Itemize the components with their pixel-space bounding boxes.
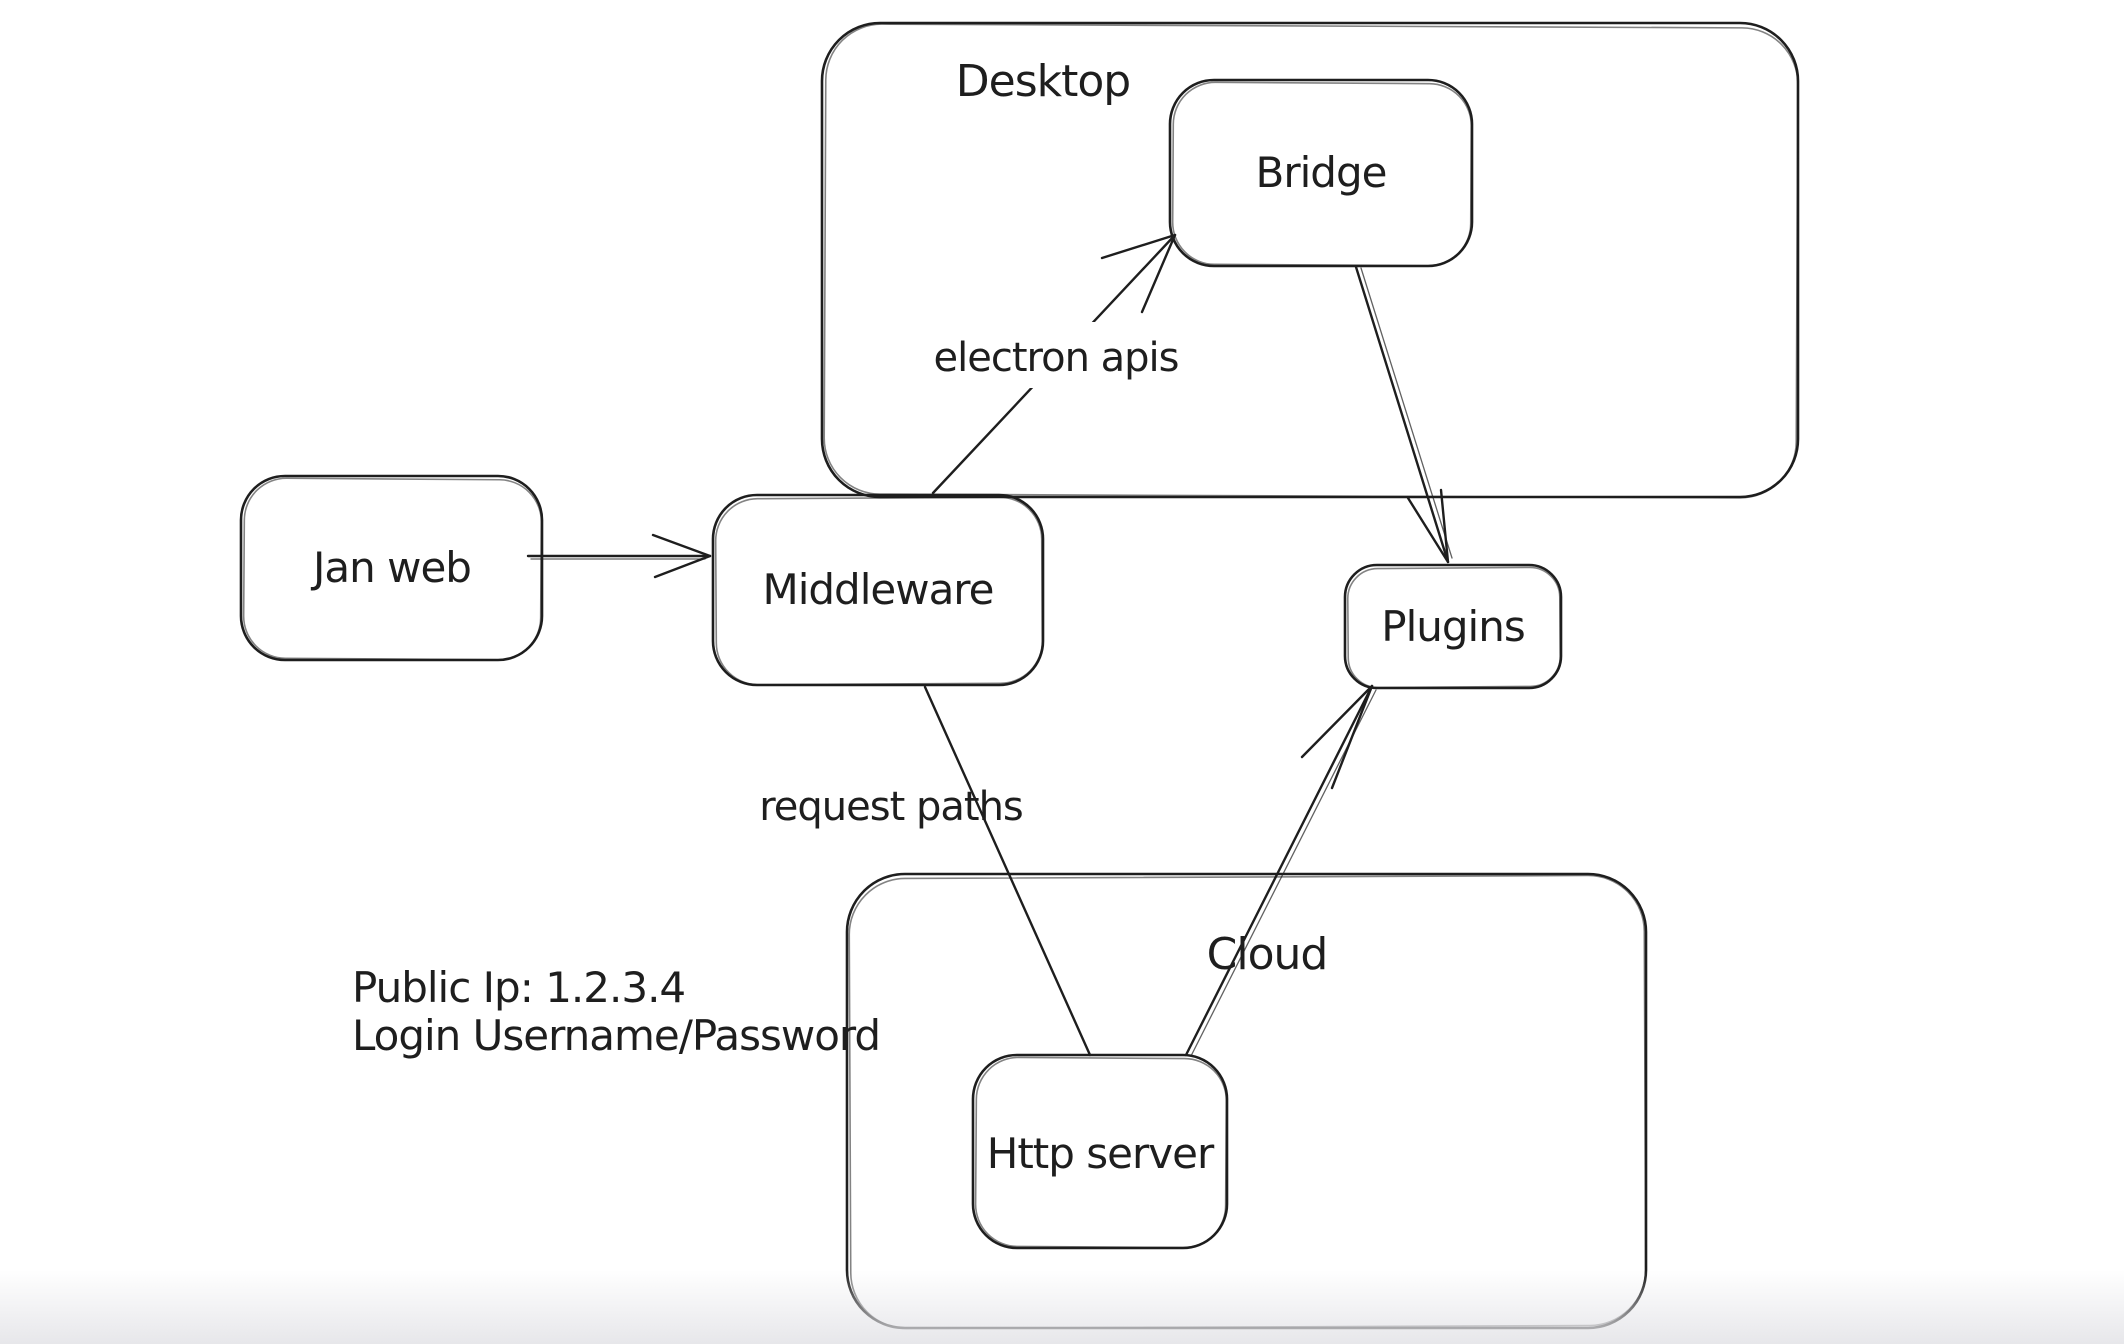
edge-bridge-plugins-line[interactable] — [1354, 265, 1450, 564]
bridge-label[interactable]: Bridge — [1256, 148, 1388, 197]
plugins-box-sketch-stroke — [1346, 566, 1562, 689]
jan-web-box[interactable] — [239, 474, 544, 662]
annotation-credentials[interactable]: Public Ip: 1.2.3.4 Login Username/Passwo… — [352, 963, 881, 1060]
electron-apis-label-background — [915, 322, 1199, 388]
middleware-label[interactable]: Middleware — [762, 565, 994, 614]
http-server-box[interactable] — [971, 1053, 1229, 1250]
edge-middleware-bridge[interactable]: electron apis — [915, 233, 1199, 495]
middleware-box[interactable] — [711, 493, 1045, 687]
bridge-box[interactable] — [1168, 78, 1474, 268]
http-server-label[interactable]: Http server — [987, 1129, 1216, 1178]
cloud-container-label[interactable]: Cloud — [1207, 929, 1329, 980]
edge-middleware-httpserver-line[interactable] — [923, 685, 1092, 1057]
node-plugins[interactable]: Plugins — [1343, 563, 1563, 690]
desktop-container-box[interactable] — [820, 21, 1800, 499]
edge-httpserver-plugins[interactable] — [1184, 684, 1377, 1057]
edge-bridge-plugins[interactable] — [1354, 265, 1453, 564]
container-desktop[interactable]: Desktop — [820, 21, 1800, 499]
edge-httpserver-plugins-line[interactable] — [1184, 684, 1374, 1057]
node-bridge[interactable]: Bridge — [1168, 78, 1474, 268]
desktop-container-box-sketch-stroke — [823, 23, 1799, 499]
node-http-server[interactable]: Http server — [971, 1053, 1229, 1250]
edge-bridge-plugins-arrowhead — [1406, 488, 1450, 564]
plugins-box[interactable] — [1343, 563, 1563, 690]
node-middleware[interactable]: Middleware — [711, 493, 1045, 687]
edge-middleware-bridge-arrowhead — [1100, 233, 1177, 314]
desktop-container-label[interactable]: Desktop — [956, 56, 1131, 107]
edge-middleware-httpserver[interactable]: request paths — [759, 685, 1092, 1057]
request-paths-label[interactable]: request paths — [759, 784, 1024, 830]
jan-web-label[interactable]: Jan web — [310, 543, 472, 592]
edge-janweb-middleware[interactable] — [526, 533, 712, 579]
edge-bridge-plugins-line-sketch — [1360, 267, 1453, 559]
plugins-label[interactable]: Plugins — [1381, 602, 1525, 651]
annotation-public-ip[interactable]: Public Ip: 1.2.3.4 — [352, 963, 686, 1012]
container-cloud[interactable]: Cloud — [845, 872, 1648, 1330]
annotation-login[interactable]: Login Username/Password — [352, 1011, 881, 1060]
edge-httpserver-plugins-arrowhead — [1300, 684, 1374, 790]
electron-apis-label[interactable]: electron apis — [934, 335, 1180, 381]
bridge-box-sketch-stroke — [1171, 81, 1473, 267]
http-server-box-sketch-stroke — [974, 1056, 1228, 1249]
edge-httpserver-plugins-line-sketch — [1190, 689, 1377, 1057]
jan-web-box-sketch-stroke — [242, 477, 543, 661]
node-jan-web[interactable]: Jan web — [239, 474, 544, 662]
middleware-box-sketch-stroke — [714, 496, 1044, 686]
